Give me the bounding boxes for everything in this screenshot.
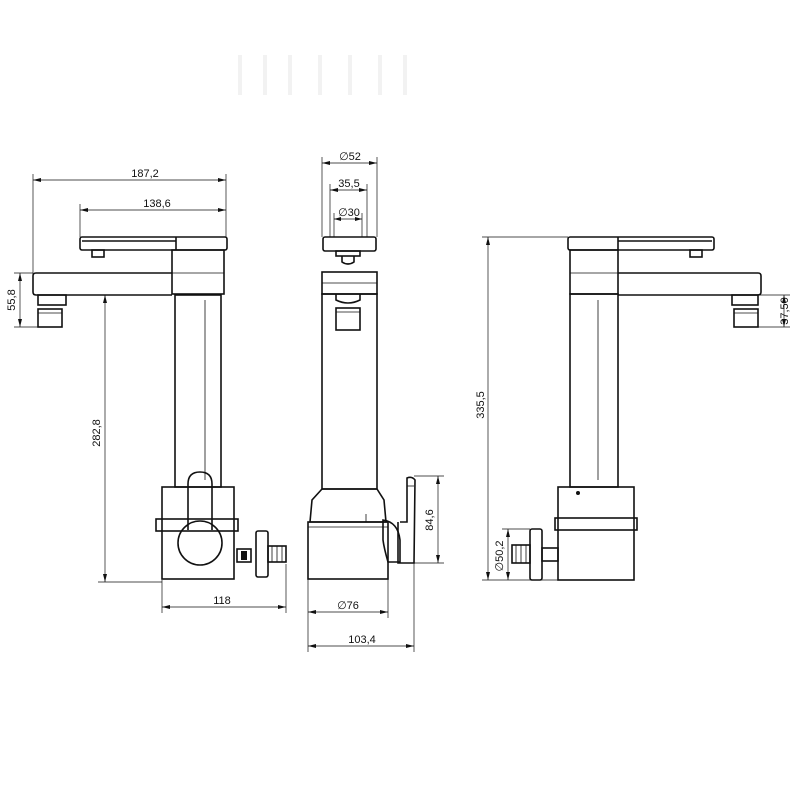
front-aerator [37, 308, 63, 328]
front-view [32, 236, 287, 580]
back-connector [541, 547, 559, 562]
side-handle-head [322, 236, 377, 252]
side-lever-body [382, 519, 401, 563]
front-handle-bar [79, 236, 228, 251]
back-handle-tip [689, 249, 703, 258]
front-column [174, 294, 222, 488]
side-dimensions: ∅52 35,5 ∅30 84,6 ∅76 103,4 [307, 151, 444, 652]
front-body-block [171, 249, 225, 295]
back-handle-bar [567, 236, 715, 251]
front-handle-tip [91, 249, 105, 258]
dim-35-5-label: 35,5 [338, 178, 359, 190]
back-spout [618, 272, 762, 296]
side-base-top [309, 488, 387, 523]
front-lever-slot [187, 471, 213, 530]
dim-d52-label: ∅52 [339, 151, 361, 163]
front-dimensions: 187,2 138,6 55,8 282,8 118 [6, 168, 287, 613]
side-column [321, 293, 378, 490]
watermark [238, 55, 407, 95]
front-connector [236, 548, 252, 563]
front-inlet-flange [255, 530, 269, 578]
side-base [307, 521, 389, 580]
front-lever-knob [177, 520, 223, 566]
front-base-ring [155, 518, 239, 532]
dim-335-5-label: 335,5 [475, 391, 487, 419]
dim-37-50-label: 37,50 [779, 297, 791, 325]
back-body-block [569, 249, 619, 295]
side-handle-neck [335, 250, 361, 257]
side-aerator-neck [335, 294, 361, 304]
side-aerator [335, 307, 361, 331]
dim-187-2-label: 187,2 [131, 168, 159, 180]
dim-d76-label: ∅76 [337, 600, 359, 612]
side-view [307, 236, 416, 580]
back-base-ring [554, 517, 638, 531]
front-spout [32, 272, 172, 296]
back-base [557, 486, 635, 581]
side-handle-tip [341, 256, 355, 265]
dim-282-8-label: 282,8 [91, 419, 103, 447]
dim-d30-label: ∅30 [338, 207, 360, 219]
back-column [569, 293, 619, 488]
dim-138-6-label: 138,6 [143, 198, 171, 210]
front-aerator-neck [37, 294, 67, 306]
dim-55-8-label: 55,8 [6, 289, 18, 310]
side-lever [397, 476, 416, 564]
back-dimensions: 335,5 37,50 ∅50,2 [475, 236, 791, 581]
back-view [511, 236, 762, 581]
back-aerator [733, 308, 759, 328]
back-aerator-neck [731, 294, 759, 306]
dim-118-label: 118 [213, 595, 231, 607]
back-inlet-flange [529, 528, 543, 581]
dim-d50-2-label: ∅50,2 [494, 541, 506, 572]
dim-84-6-label: 84,6 [424, 509, 436, 530]
front-base [161, 486, 235, 580]
dim-103-4-label: 103,4 [348, 634, 376, 646]
